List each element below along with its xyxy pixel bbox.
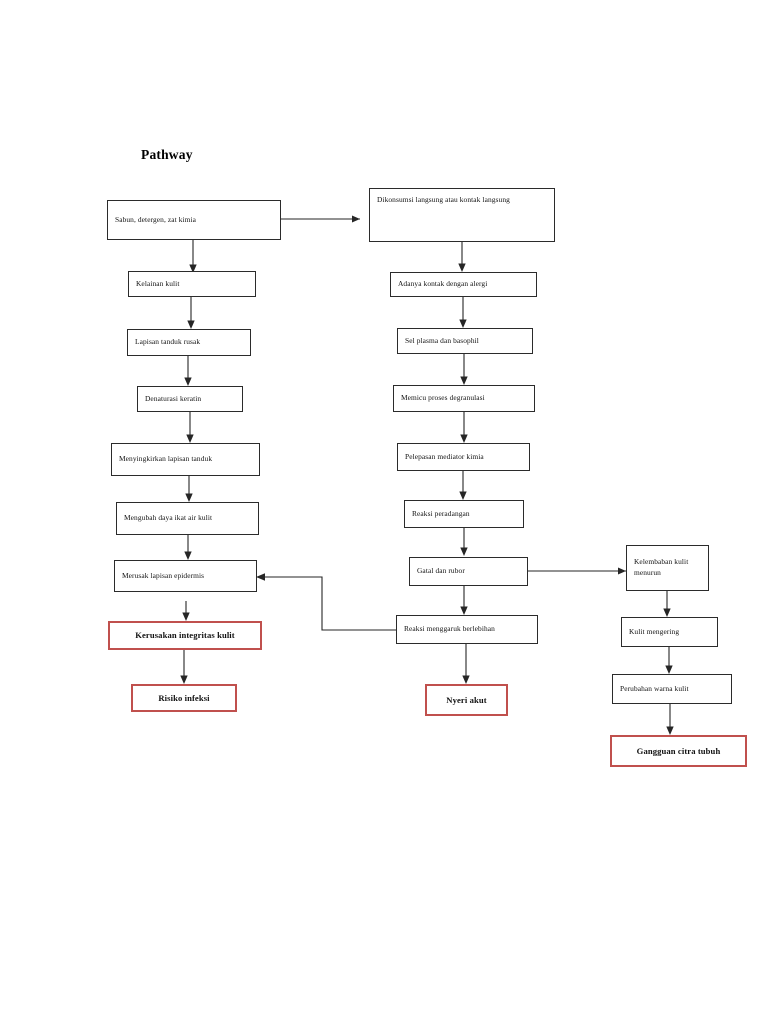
edge-n15-n18	[663, 591, 671, 617]
node-label: Lapisan tanduk rusak	[135, 337, 201, 347]
edge-n8-n10	[460, 412, 468, 443]
node-label: Kelembaban kulit menurun	[634, 557, 689, 577]
node-reaksi-menggaruk-berlebihan[interactable]: Reaksi menggaruk berlebihan	[396, 615, 538, 644]
node-adanya-kontak-dengan-alergi[interactable]: Adanya kontak dengan alergi	[390, 272, 537, 297]
node-label: Reaksi menggaruk berlebihan	[404, 624, 495, 634]
node-kulit-mengering[interactable]: Kulit mengering	[621, 617, 718, 647]
edge-n17-n13	[256, 573, 396, 631]
node-label: Nyeri akut	[446, 694, 487, 705]
node-reaksi-peradangan[interactable]: Reaksi peradangan	[404, 500, 524, 528]
node-risiko-infeksi[interactable]: Risiko infeksi	[131, 684, 237, 712]
edge-n9-n11	[185, 476, 193, 502]
edge-n14-n17	[460, 586, 468, 615]
node-label: Dikonsumsi langsung atau kontak langsung	[377, 195, 510, 204]
node-label: Gangguan citra tubuh	[636, 745, 721, 756]
node-label: Menyingkirkan lapisan tanduk	[119, 454, 213, 464]
node-label: Reaksi peradangan	[412, 508, 470, 518]
node-label: Kelainan kulit	[136, 278, 180, 288]
edge-n3-n5	[187, 297, 195, 329]
edge-n17-n20	[462, 644, 470, 684]
node-label: Sel plasma dan basophil	[405, 335, 479, 345]
edge-n7-n9	[186, 412, 194, 443]
edge-n14-n15	[528, 567, 626, 575]
edge-n12-n14	[460, 528, 468, 556]
edge-n5-n7	[184, 356, 192, 386]
edge-n4-n6	[459, 297, 467, 328]
node-merusak-lapisan-epidermis[interactable]: Merusak lapisan epidermis	[114, 560, 257, 592]
edge-n2-n4	[458, 242, 466, 272]
node-label: Perubahan warna kulit	[620, 683, 689, 693]
node-label: Mengubah daya ikat air kulit	[124, 513, 213, 523]
page-title: Pathway	[141, 147, 193, 162]
node-label: Kulit mengering	[629, 626, 680, 636]
edge-n10-n12	[459, 471, 467, 500]
node-sel-plasma-dan-basophil[interactable]: Sel plasma dan basophil	[397, 328, 533, 354]
node-gangguan-citra-tubuh[interactable]: Gangguan citra tubuh	[610, 735, 747, 767]
node-pelepasan-mediator-kimia[interactable]: Pelepasan mediator kimia	[397, 443, 530, 471]
node-label: Memicu proses degranulasi	[401, 393, 485, 403]
edge-n1-n2	[281, 215, 360, 223]
node-kelembaban-kulit-menurun[interactable]: Kelembaban kulit menurun	[626, 545, 709, 591]
edge-n21-n22	[666, 704, 674, 735]
node-sabun-detergen-zat-kimia[interactable]: Sabun, detergen, zat kimia	[107, 200, 281, 240]
node-perubahan-warna-kulit[interactable]: Perubahan warna kulit	[612, 674, 732, 704]
node-label: Merusak lapisan epidermis	[122, 570, 205, 580]
node-dikonsumsi-langsung-atau-kontak-langsung[interactable]: Dikonsumsi langsung atau kontak langsung	[369, 188, 555, 242]
node-label: Pelepasan mediator kimia	[405, 451, 484, 461]
node-mengubah-daya-ikat-air-kulit[interactable]: Mengubah daya ikat air kulit	[116, 502, 259, 535]
node-label: Gatal dan rubor	[417, 566, 465, 576]
node-label: Risiko infeksi	[158, 692, 210, 703]
edge-n18-n21	[665, 647, 673, 674]
node-menyingkirkan-lapisan-tanduk[interactable]: Menyingkirkan lapisan tanduk	[111, 443, 260, 476]
node-lapisan-tanduk-rusak[interactable]: Lapisan tanduk rusak	[127, 329, 251, 356]
node-label: Adanya kontak dengan alergi	[398, 279, 488, 289]
node-gatal-dan-rubor[interactable]: Gatal dan rubor	[409, 557, 528, 586]
node-label: Sabun, detergen, zat kimia	[115, 214, 197, 224]
node-memicu-proses-degranulasi[interactable]: Memicu proses degranulasi	[393, 385, 535, 412]
edge-n1-n3	[189, 240, 197, 273]
edge-n13-n16	[182, 601, 190, 621]
node-kelainan-kulit[interactable]: Kelainan kulit	[128, 271, 256, 297]
edge-n11-n13	[184, 535, 192, 560]
edge-n6-n8	[460, 354, 468, 385]
node-nyeri-akut[interactable]: Nyeri akut	[425, 684, 508, 716]
node-kerusakan-integritas-kulit[interactable]: Kerusakan integritas kulit	[108, 621, 262, 650]
node-label: Kerusakan integritas kulit	[135, 630, 235, 641]
node-denaturasi-keratin[interactable]: Denaturasi keratin	[137, 386, 243, 412]
node-label: Denaturasi keratin	[145, 393, 202, 403]
edge-n16-n19	[180, 650, 188, 684]
